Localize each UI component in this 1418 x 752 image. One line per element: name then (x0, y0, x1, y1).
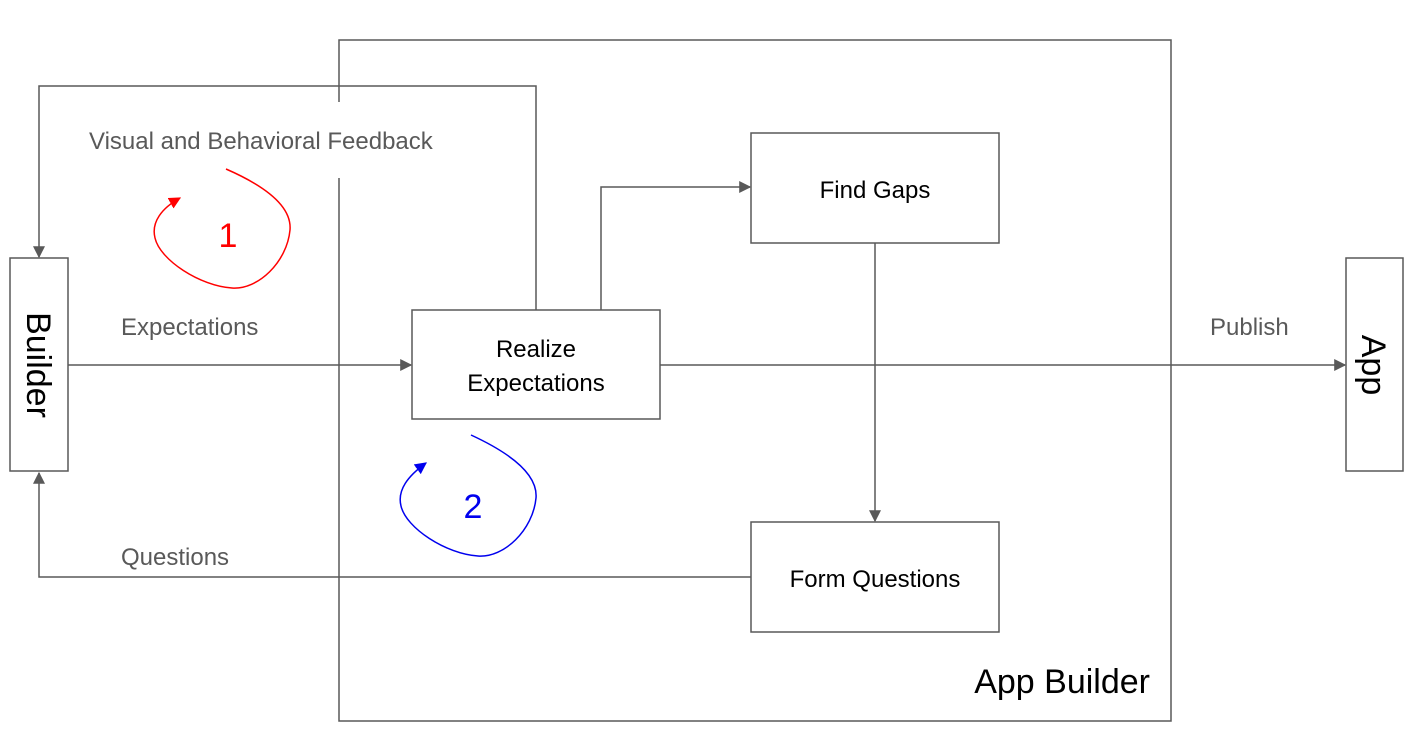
gaps-edge (600, 181, 752, 310)
app-node (1345, 257, 1404, 472)
loop-1-arrow (153, 168, 291, 289)
form-questions-node (750, 521, 1000, 633)
app-node-label: App (1354, 335, 1392, 396)
app-builder-container (338, 39, 1172, 722)
questions-edge (33, 471, 751, 578)
find-gaps-node (750, 132, 1000, 244)
loop-1-number: 1 (219, 217, 238, 255)
app-builder-label: App Builder (974, 663, 1150, 701)
form-questions-label: Form Questions (790, 566, 961, 593)
loop-2-number: 2 (464, 488, 483, 526)
questions-edge-label: Questions (121, 544, 229, 571)
realize-expectations-node (411, 309, 661, 420)
find-gaps-label: Find Gaps (820, 177, 931, 204)
realize-expectations-label-line2: Expectations (467, 370, 604, 397)
builder-node (9, 257, 69, 472)
feedback-edge (33, 85, 537, 310)
publish-edge-label: Publish (1210, 314, 1289, 341)
feedback-edge-label: Visual and Behavioral Feedback (89, 128, 434, 155)
loop-2-arrow (399, 434, 537, 557)
expectations-edge-label: Expectations (121, 314, 258, 341)
builder-node-label: Builder (19, 312, 57, 418)
realize-expectations-label-line1: Realize (496, 336, 576, 363)
